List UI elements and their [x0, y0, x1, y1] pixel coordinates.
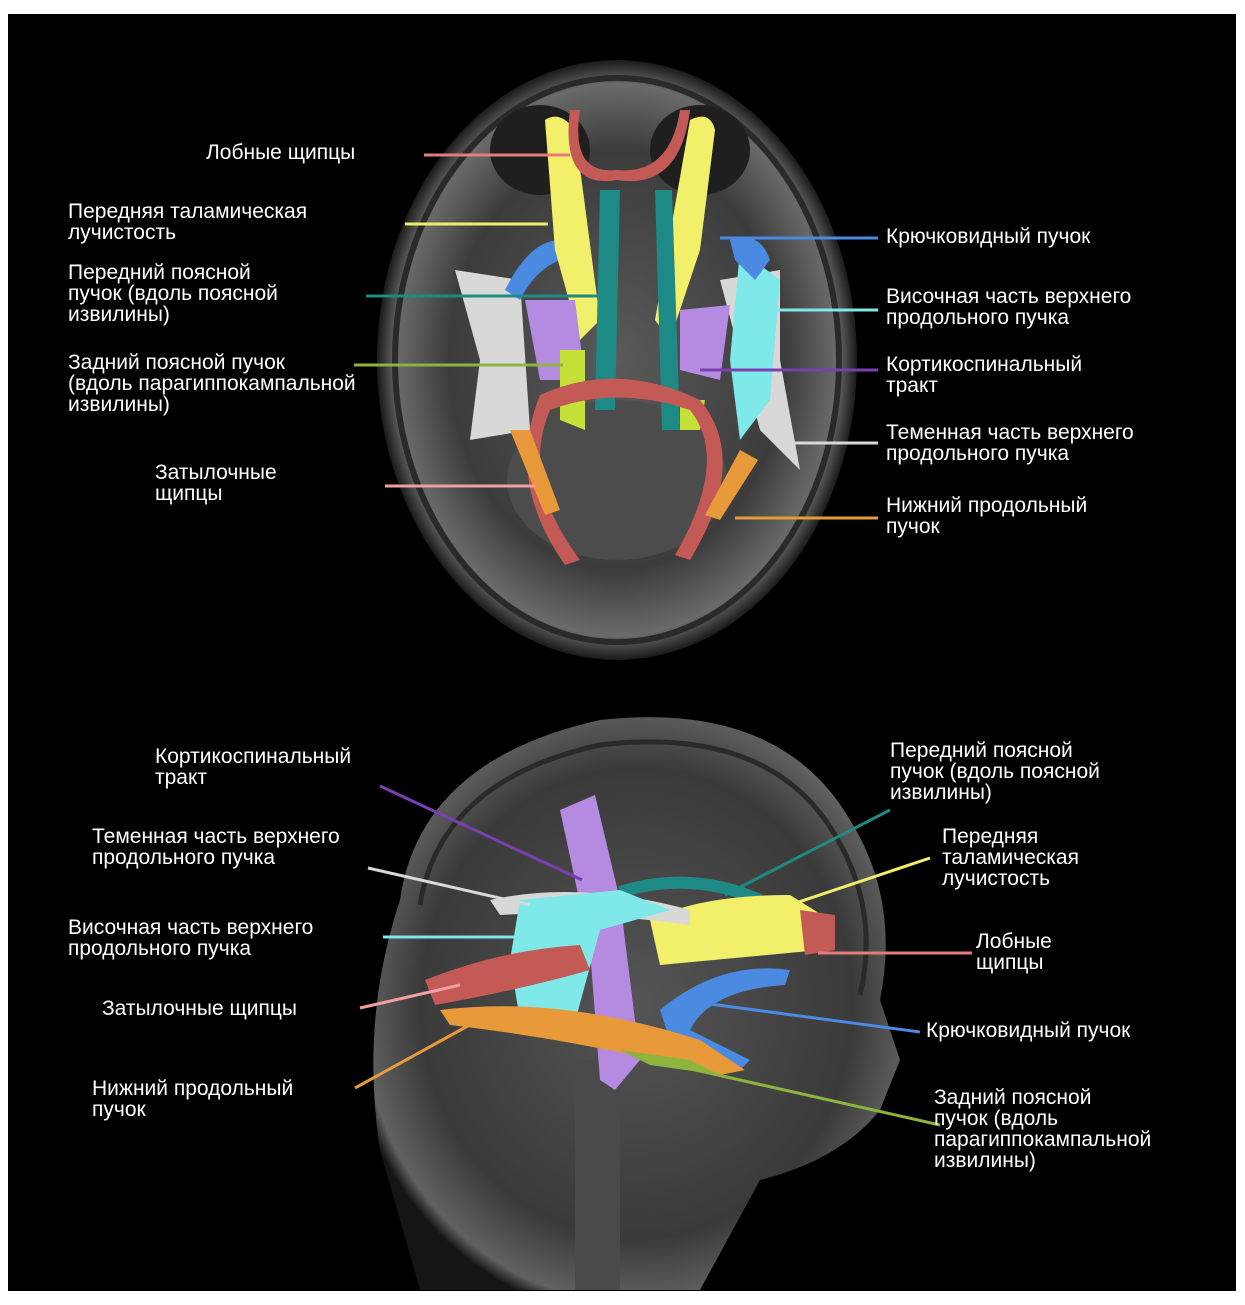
label-sag-occipital-forceps: Затылочные щипцы [102, 998, 297, 1019]
label-sag-cingulum-cingulate: Передний поясной пучок (вдоль поясной из… [890, 740, 1100, 803]
sagittal-brain-slice [373, 717, 900, 1290]
label-axial-slf-parietal: Теменная часть верхнего продольного пучк… [886, 422, 1134, 464]
label-sag-uncinate: Крючковидный пучок [926, 1020, 1130, 1041]
label-sag-cingulum-hippocampal: Задний поясной пучок (вдоль парагиппокам… [934, 1087, 1151, 1171]
label-sag-ilf: Нижний продольный пучок [92, 1078, 293, 1120]
label-sag-corticospinal: Кортикоспинальный тракт [155, 746, 351, 788]
label-sag-frontal-forceps: Лобные щипцы [976, 931, 1052, 973]
label-axial-anterior-thalamic: Передняя таламическая лучистость [68, 201, 307, 243]
label-axial-slf-temporal: Височная часть верхнего продольного пучк… [886, 286, 1131, 328]
sagittal-frontal-forceps [800, 910, 835, 955]
label-axial-frontal-forceps: Лобные щипцы [206, 142, 355, 163]
label-axial-ilf: Нижний продольный пучок [886, 495, 1087, 537]
label-axial-occipital-forceps: Затылочные щипцы [155, 462, 277, 504]
label-axial-cingulum-cingulate: Передний поясной пучок (вдоль поясной из… [68, 262, 278, 325]
label-sag-slf-parietal: Теменная часть верхнего продольного пучк… [92, 826, 340, 868]
label-axial-uncinate: Крючковидный пучок [886, 226, 1090, 247]
label-sag-slf-temporal: Височная часть верхнего продольного пучк… [68, 917, 313, 959]
label-axial-corticospinal: Кортикоспинальный тракт [886, 354, 1082, 396]
label-sag-anterior-thalamic: Передняя таламическая лучистость [942, 826, 1079, 889]
label-axial-cingulum-hippocampal: Задний поясной пучок (вдоль парагиппокам… [68, 352, 356, 415]
axial-brain-slice [377, 60, 857, 660]
